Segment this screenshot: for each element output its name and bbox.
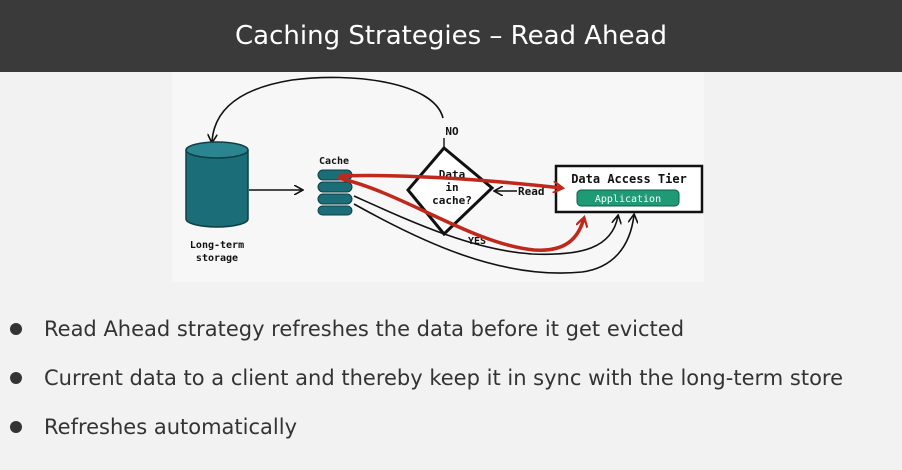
decision-text-line2: in	[445, 181, 458, 194]
bullet-text: Current data to a client and thereby kee…	[44, 366, 844, 390]
bullet-item: Refreshes automatically	[0, 412, 902, 442]
bullet-item: Read Ahead strategy refreshes the data b…	[0, 314, 902, 344]
slide-title: Caching Strategies – Read Ahead	[235, 21, 667, 51]
decision-text-line3: cache?	[432, 194, 472, 207]
diagram-svg: Long-term storage Cache NO Data in cache…	[185, 76, 704, 274]
bullet-item: Current data to a client and thereby kee…	[0, 363, 902, 393]
storage-label-line2: storage	[196, 253, 238, 264]
bullet-dot	[10, 421, 22, 433]
no-label: NO	[445, 125, 459, 138]
tier-title: Data Access Tier	[571, 172, 687, 186]
title-bar: Caching Strategies – Read Ahead	[0, 0, 902, 72]
bullet-text: Refreshes automatically	[44, 415, 298, 439]
bullet-dot	[10, 372, 22, 384]
cache-icon	[317, 169, 353, 216]
cache-return-arrow-2	[353, 203, 634, 274]
cache-label: Cache	[319, 156, 349, 167]
application-label: Application	[595, 194, 661, 205]
storage-label-line1: Long-term	[190, 240, 244, 251]
long-term-storage-icon	[185, 141, 249, 228]
red-highlight-arrow-top	[339, 173, 562, 189]
application-box	[576, 189, 680, 207]
no-loop-arrow	[212, 76, 444, 142]
red-highlight-arrow-bottom	[337, 176, 584, 252]
bullet-text: Read Ahead strategy refreshes the data b…	[44, 317, 685, 341]
cache-return-arrow-1	[353, 195, 618, 256]
bullet-dot	[10, 323, 22, 335]
read-ahead-diagram: Long-term storage Cache NO Data in cache…	[172, 72, 704, 282]
yes-label: YES	[468, 236, 486, 247]
read-label: Read	[518, 185, 545, 198]
